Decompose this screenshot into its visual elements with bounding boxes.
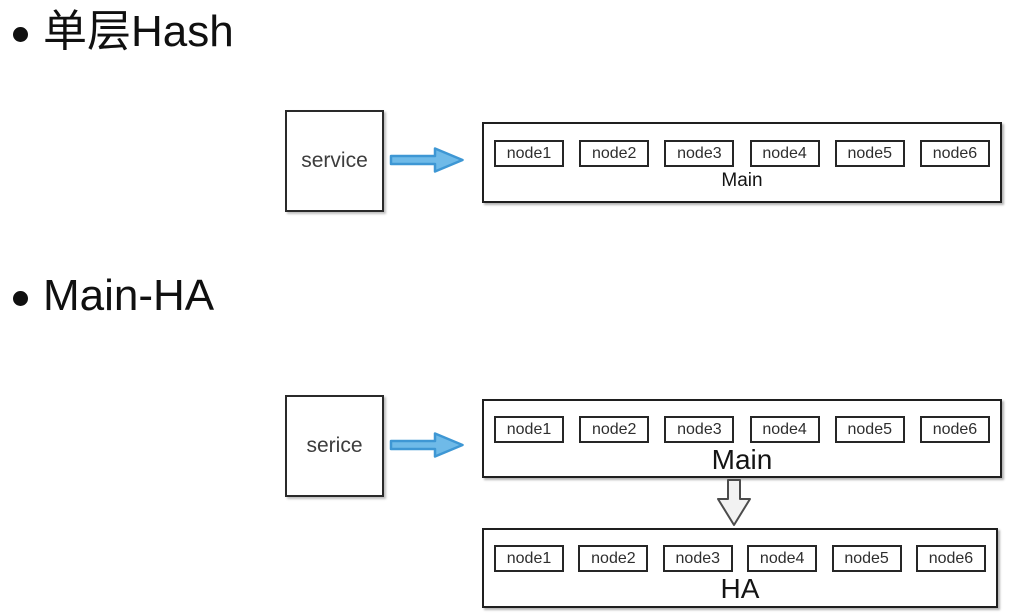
node-box: node6: [919, 140, 990, 167]
node-box: node6: [915, 545, 986, 572]
section2-title: Main-HA: [43, 271, 215, 320]
section1-heading: 单层Hash: [8, 6, 234, 59]
cluster-label-main: Main: [721, 170, 763, 191]
service-label: service: [301, 149, 368, 172]
section1-title: 单层Hash: [43, 7, 234, 56]
node-box: node3: [664, 416, 735, 443]
service-box-1: service: [285, 110, 384, 212]
node-box: node1: [494, 140, 564, 167]
node-row: node1 node2 node3 node4 node5 node6: [484, 545, 996, 572]
right-arrow-icon: [389, 147, 464, 173]
section2-heading: Main-HA: [8, 270, 214, 323]
node-box: node4: [749, 416, 820, 443]
node-row: node1 node2 node3 node4 node5 node6: [484, 416, 1000, 443]
right-arrow-icon: [389, 432, 464, 458]
node-box: node4: [749, 140, 820, 167]
main-cluster-2: node1 node2 node3 node4 node5 node6 Main: [482, 399, 1002, 478]
node-box: node2: [579, 416, 650, 443]
ha-cluster: node1 node2 node3 node4 node5 node6 HA: [482, 528, 998, 608]
node-row: node1 node2 node3 node4 node5 node6: [484, 140, 1000, 167]
bullet-icon: [13, 26, 28, 42]
down-arrow-icon: [717, 479, 751, 526]
node-box: node5: [834, 140, 905, 167]
node-box: node5: [831, 545, 902, 572]
node-box: node1: [494, 416, 564, 443]
service-label: serice: [306, 434, 363, 457]
node-box: node6: [919, 416, 990, 443]
node-box: node2: [578, 545, 649, 572]
node-box: node3: [664, 140, 735, 167]
node-box: node5: [834, 416, 905, 443]
bullet-icon: [13, 290, 28, 306]
node-box: node1: [494, 545, 564, 572]
service-box-2: serice: [285, 395, 384, 497]
cluster-label-ha: HA: [720, 573, 760, 604]
node-box: node2: [579, 140, 650, 167]
node-box: node3: [662, 545, 733, 572]
main-cluster-1: node1 node2 node3 node4 node5 node6 Main: [482, 122, 1002, 203]
node-box: node4: [747, 545, 818, 572]
cluster-label-main: Main: [711, 444, 773, 475]
